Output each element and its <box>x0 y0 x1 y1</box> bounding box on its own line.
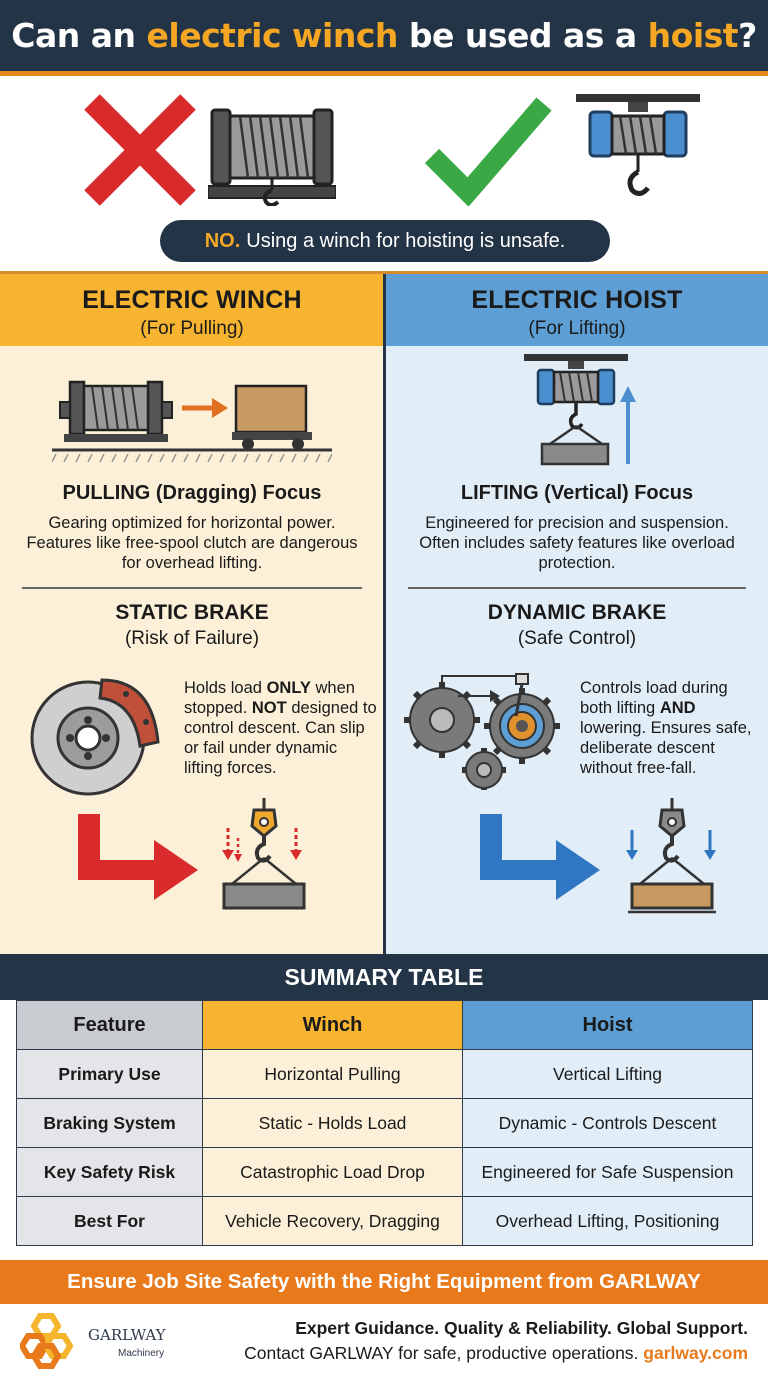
footer-tagline: Expert Guidance. Quality & Reliability. … <box>295 1318 748 1338</box>
hoist-cell: Dynamic - Controls Descent <box>462 1098 753 1148</box>
hoist-divider <box>408 587 746 589</box>
feature-cell: Braking System <box>16 1098 203 1148</box>
winch-divider <box>22 587 362 589</box>
hoist-cell: Vertical Lifting <box>462 1049 753 1099</box>
website-link[interactable]: garlway.com <box>643 1343 748 1363</box>
winch-cell: Static - Holds Load <box>202 1098 463 1148</box>
winch-focus-body: Gearing optimized for horizontal power. … <box>26 514 358 572</box>
winch-brake-subtitle: (Risk of Failure) <box>124 628 260 649</box>
blue-turn-arrow-icon <box>480 814 600 900</box>
winch-brake-text: Holds load ONLY when stopped. NOT design… <box>184 679 377 777</box>
summary-title: SUMMARY TABLE <box>0 954 768 1000</box>
hoist-brake-subtitle: (Safe Control) <box>517 628 637 649</box>
feature-cell: Key Safety Risk <box>16 1147 203 1197</box>
top-comparison: NO. Using a winch for hoisting is unsafe… <box>0 76 768 274</box>
column-divider <box>383 274 386 954</box>
footer-contact: Contact GARLWAY for safe, productive ope… <box>244 1343 748 1363</box>
winch-column-header: ELECTRIC WINCH (For Pulling) <box>0 274 384 346</box>
table-header-row: Feature Winch Hoist <box>16 1000 753 1050</box>
winch-brake-title: STATIC BRAKE <box>115 601 269 624</box>
table-row: Best For Vehicle Recovery, Dragging Over… <box>16 1196 753 1246</box>
feature-cell: Primary Use <box>16 1049 203 1099</box>
header-feature: Feature <box>16 1000 203 1050</box>
footer: GARLWAY Machinery Expert Guidance. Quali… <box>0 1304 768 1376</box>
table-row: Primary Use Horizontal Pulling Vertical … <box>16 1049 753 1099</box>
winch-cell: Vehicle Recovery, Dragging <box>202 1196 463 1246</box>
summary-table: Feature Winch Hoist Primary Use Horizont… <box>16 1000 753 1246</box>
feature-cell: Best For <box>16 1196 203 1246</box>
winch-column: ELECTRIC WINCH (For Pulling) PULLING (Dr… <box>0 274 384 954</box>
pulling-illustration-icon <box>52 380 332 463</box>
header-hoist: Hoist <box>462 1000 753 1050</box>
red-x-icon <box>84 94 196 206</box>
hoist-column-header: ELECTRIC HOIST (For Lifting) <box>386 274 768 346</box>
hoist-focus-title: LIFTING (Vertical) Focus <box>460 482 694 504</box>
brake-disc-icon <box>30 678 160 796</box>
red-turn-arrow-icon <box>78 814 198 900</box>
page-title: Can an electric winch be used as a hoist… <box>11 16 757 55</box>
falling-load-icon <box>222 798 306 910</box>
garlway-logo-icon <box>20 1313 74 1369</box>
hoist-brake-title: DYNAMIC BRAKE <box>487 601 667 624</box>
title-highlight-winch: electric winch <box>146 16 399 55</box>
winch-column-title: ELECTRIC WINCH <box>82 286 302 314</box>
hoist-column: ELECTRIC HOIST (For Lifting) LIFTING (Ve… <box>386 274 768 954</box>
winch-column-subtitle: (For Pulling) <box>140 318 244 339</box>
winch-cell: Horizontal Pulling <box>202 1049 463 1099</box>
hoist-cell: Overhead Lifting, Positioning <box>462 1196 753 1246</box>
hoist-column-subtitle: (For Lifting) <box>528 318 626 339</box>
logo-name: GARLWAY <box>88 1326 166 1344</box>
gears-icon <box>404 673 560 790</box>
hoist-icon <box>576 94 700 196</box>
winch-focus-title: PULLING (Dragging) Focus <box>62 482 322 504</box>
cta-banner: Ensure Job Site Safety with the Right Eq… <box>0 1260 768 1304</box>
verdict-pill: NO. Using a winch for hoisting is unsafe… <box>160 220 610 262</box>
header-winch: Winch <box>202 1000 463 1050</box>
logo-subtitle: Machinery <box>118 1348 165 1359</box>
controlled-load-icon <box>626 798 716 914</box>
summary-section: Feature Winch Hoist Primary Use Horizont… <box>0 1000 768 1252</box>
verdict-text: Using a winch for hoisting is unsafe. <box>246 229 566 252</box>
title-highlight-hoist: hoist <box>647 16 739 55</box>
verdict-no: NO. <box>204 229 241 252</box>
hoist-brake-text: Controls load during both lifting AND lo… <box>580 679 752 777</box>
table-row: Braking System Static - Holds Load Dynam… <box>16 1098 753 1148</box>
title-bar: Can an electric winch be used as a hoist… <box>0 0 768 76</box>
green-check-icon <box>424 97 552 206</box>
hoist-focus-body: Engineered for precision and suspension.… <box>419 514 735 572</box>
lifting-illustration-icon <box>524 354 636 466</box>
hoist-cell: Engineered for Safe Suspension <box>462 1147 753 1197</box>
winch-icon <box>208 108 336 206</box>
hoist-column-title: ELECTRIC HOIST <box>471 286 683 314</box>
table-row: Key Safety Risk Catastrophic Load Drop E… <box>16 1147 753 1197</box>
winch-cell: Catastrophic Load Drop <box>202 1147 463 1197</box>
